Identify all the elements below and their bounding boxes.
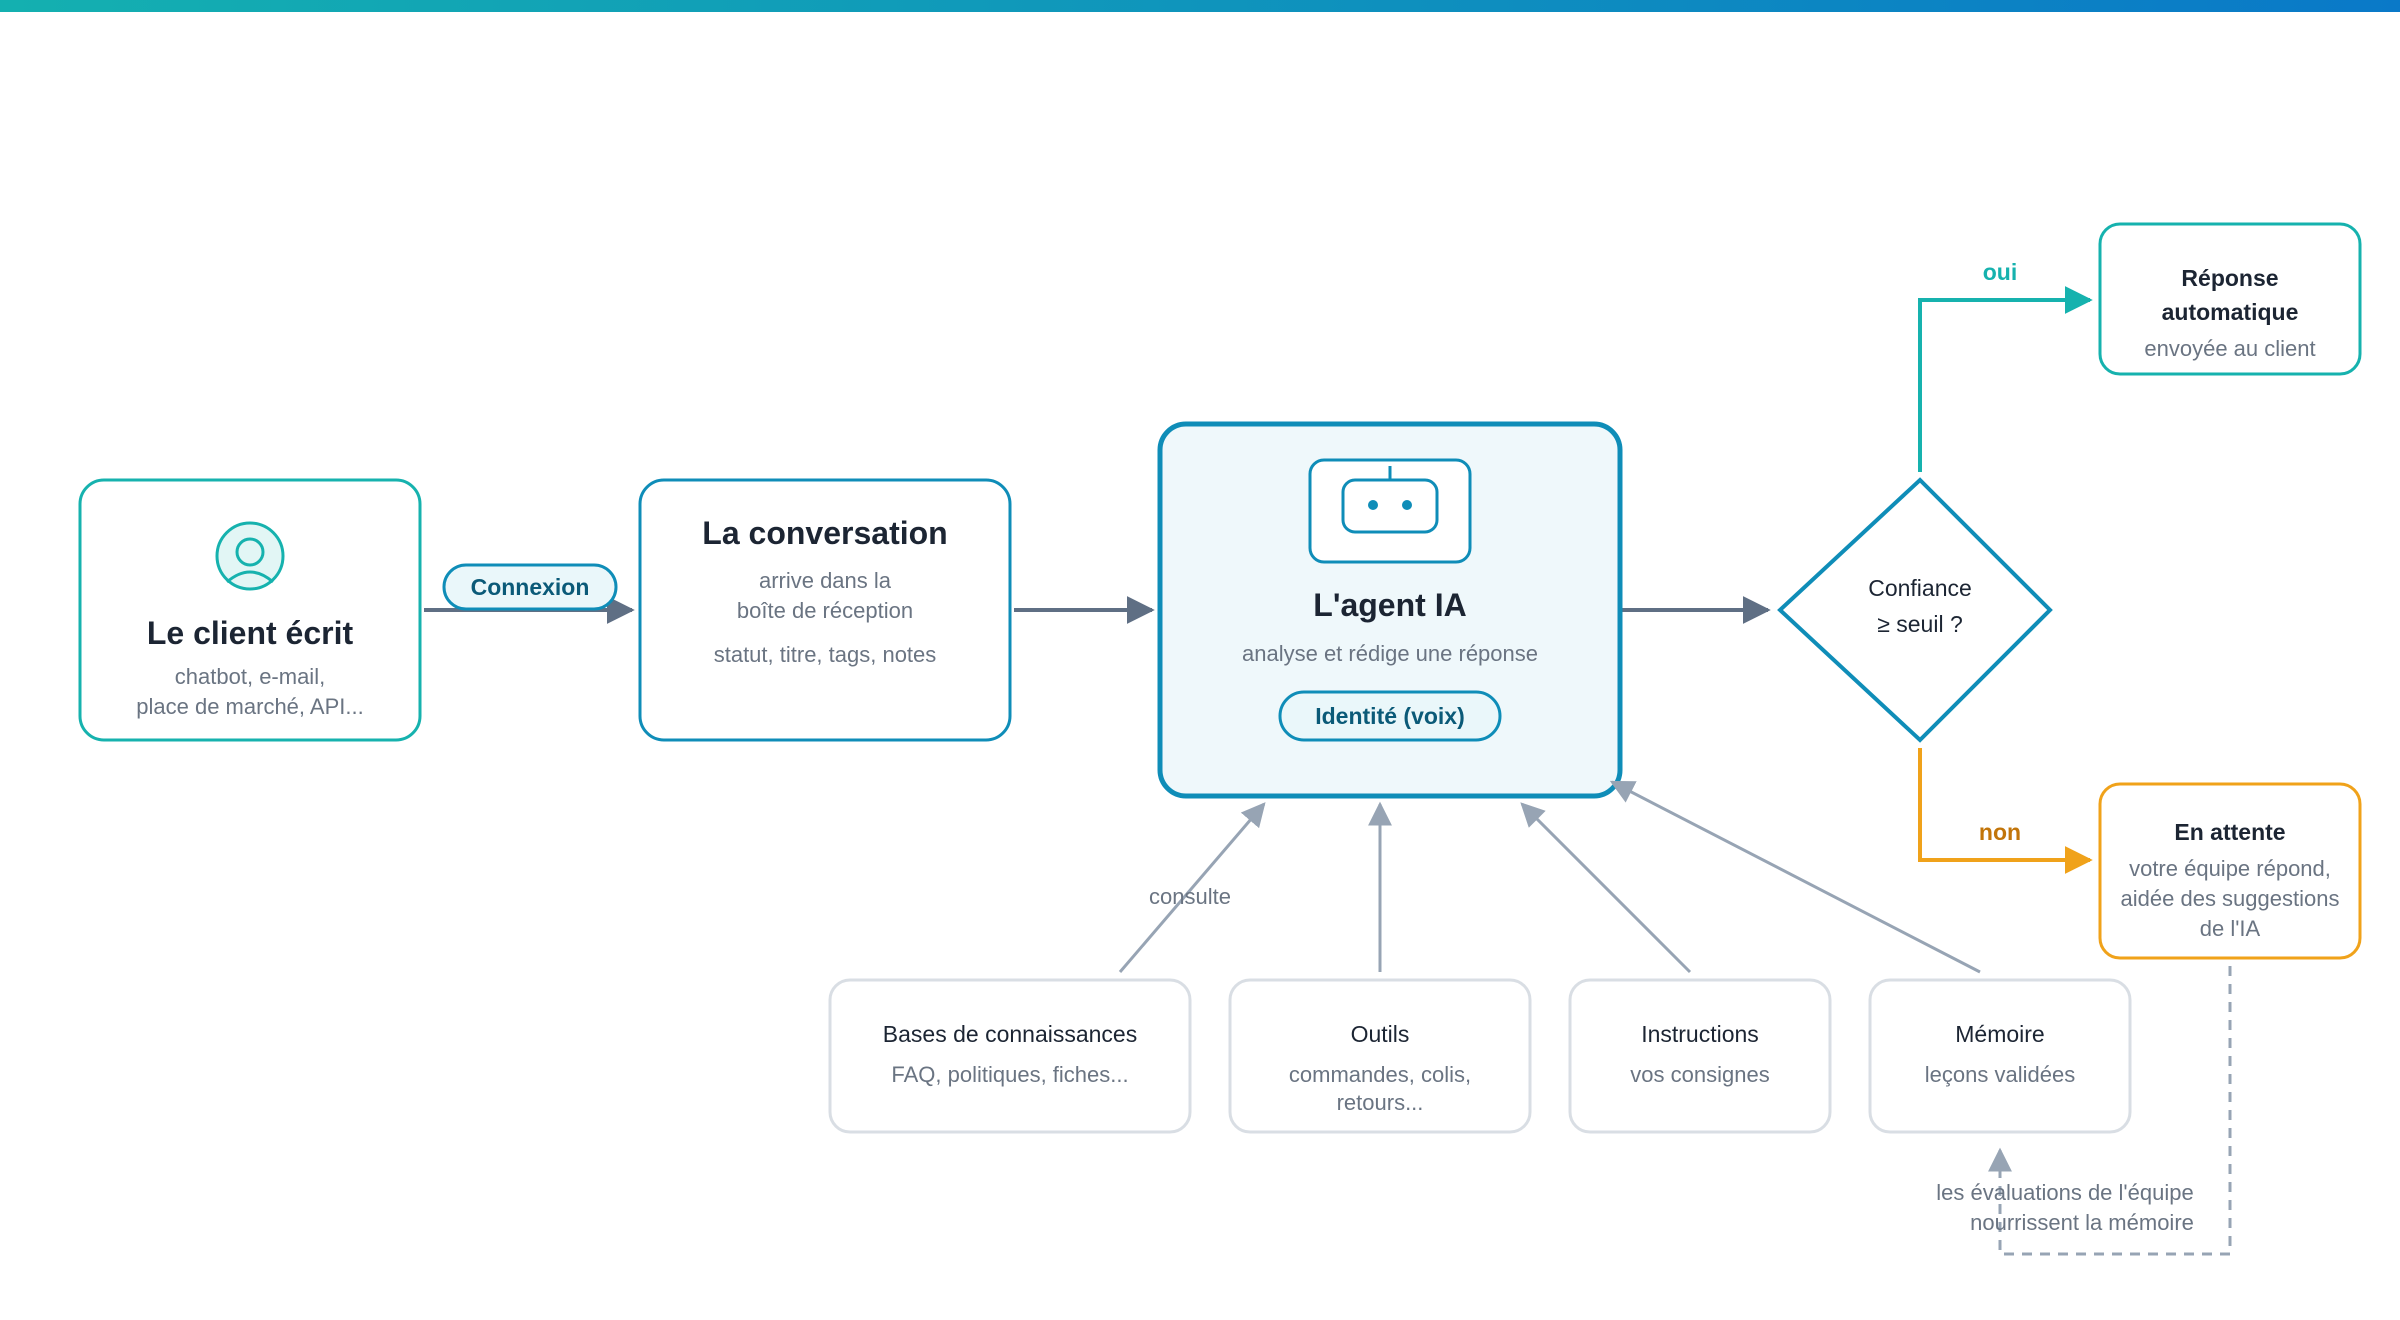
source-title: Bases de connaissances: [883, 1021, 1137, 1047]
pending-line3: de l'IA: [2200, 916, 2261, 941]
robot-icon: [1308, 458, 1472, 564]
client-channels-line2: place de marché, API...: [136, 694, 363, 719]
source-instructions: Instructions vos consignes: [1568, 978, 1832, 1134]
connexion-pill: Connexion: [442, 563, 618, 611]
client-title: Le client écrit: [147, 615, 354, 651]
auto-reply-node: Réponse automatique envoyée au client: [2098, 222, 2362, 376]
source-title: Instructions: [1641, 1021, 1759, 1047]
source-knowledge-bases: Bases de connaissances FAQ, politiques, …: [828, 978, 1192, 1134]
pending-line1: votre équipe répond,: [2129, 856, 2331, 881]
decision-line1: Confiance: [1868, 575, 1972, 601]
decision-line2: ≥ seuil ?: [1877, 611, 1963, 637]
no-label: non: [1979, 819, 2021, 845]
conversation-node: La conversation arrive dans la boîte de …: [638, 478, 1012, 742]
pending-node: En attente votre équipe répond, aidée de…: [2098, 782, 2362, 960]
source-title: Mémoire: [1955, 1021, 2044, 1047]
feedback-note-line1: les évaluations de l'équipe: [1936, 1180, 2193, 1205]
identity-label: Identité (voix): [1315, 703, 1465, 729]
arrow-instructions-to-agent: [1520, 802, 1692, 974]
identity-pill: Identité (voix): [1278, 690, 1502, 742]
feedback-note-line2: nourrissent la mémoire: [1970, 1210, 2194, 1235]
consult-label: consulte: [1149, 884, 1231, 909]
yes-label: oui: [1983, 259, 2018, 285]
conversation-line1: arrive dans la: [759, 568, 892, 593]
auto-reply-line1: Réponse: [2181, 265, 2278, 291]
connexion-label: Connexion: [471, 574, 590, 600]
top-accent-bar: [0, 0, 2400, 12]
auto-reply-line3: envoyée au client: [2144, 336, 2315, 361]
agent-title: L'agent IA: [1313, 587, 1466, 623]
source-memory: Mémoire leçons validées: [1868, 978, 2132, 1134]
arrow-yes-branch: [1918, 286, 2093, 472]
source-line2: retours...: [1337, 1090, 1424, 1115]
conversation-metadata: statut, titre, tags, notes: [714, 642, 937, 667]
confidence-decision: Confiance ≥ seuil ?: [1777, 477, 2053, 743]
client-node: Le client écrit chatbot, e-mail, place d…: [78, 478, 422, 742]
arrow-no-branch: [1918, 748, 2093, 874]
source-title: Outils: [1351, 1021, 1410, 1047]
source-line1: leçons validées: [1925, 1062, 2075, 1087]
conversation-line2: boîte de réception: [737, 598, 913, 623]
arrow-memory-to-agent: [1609, 780, 1981, 974]
agent-node: L'agent IA analyse et rédige une réponse…: [1157, 421, 1623, 799]
agent-subtitle: analyse et rédige une réponse: [1242, 641, 1538, 666]
source-line1: commandes, colis,: [1289, 1062, 1471, 1087]
arrow-knowledge-to-agent: [1118, 802, 1266, 973]
user-circle-icon: [215, 521, 285, 591]
client-channels-line1: chatbot, e-mail,: [175, 664, 325, 689]
source-line1: vos consignes: [1630, 1062, 1769, 1087]
pending-line2: aidée des suggestions: [2121, 886, 2340, 911]
conversation-title: La conversation: [702, 515, 947, 551]
source-tools: Outils commandes, colis, retours...: [1228, 978, 1532, 1134]
pending-title: En attente: [2174, 819, 2285, 845]
source-line1: FAQ, politiques, fiches...: [891, 1062, 1128, 1087]
arrow-feedback-loop: [1988, 966, 2232, 1256]
auto-reply-line2: automatique: [2162, 299, 2299, 325]
